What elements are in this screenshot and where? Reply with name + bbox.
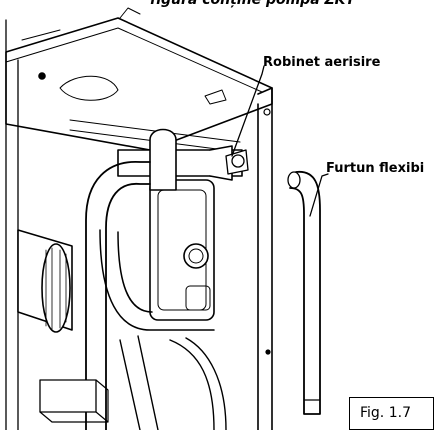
- leader-furtun: [309, 173, 329, 217]
- main-pipe: [85, 161, 151, 431]
- figure-header-caption: figura conține pompa ZKT: [150, 0, 356, 8]
- right-side-panel: [257, 87, 273, 431]
- leader-robinet: [231, 65, 265, 157]
- pump-body: [149, 179, 215, 321]
- label-furtun-flexibil: Furtun flexibi: [326, 161, 425, 176]
- label-robinet-aerisire: Robinet aerisire: [263, 55, 381, 70]
- figure-number: Fig. 1.7: [360, 405, 411, 421]
- flexible-hose: [289, 171, 321, 415]
- figure-number-box: Fig. 1.7: [349, 397, 434, 430]
